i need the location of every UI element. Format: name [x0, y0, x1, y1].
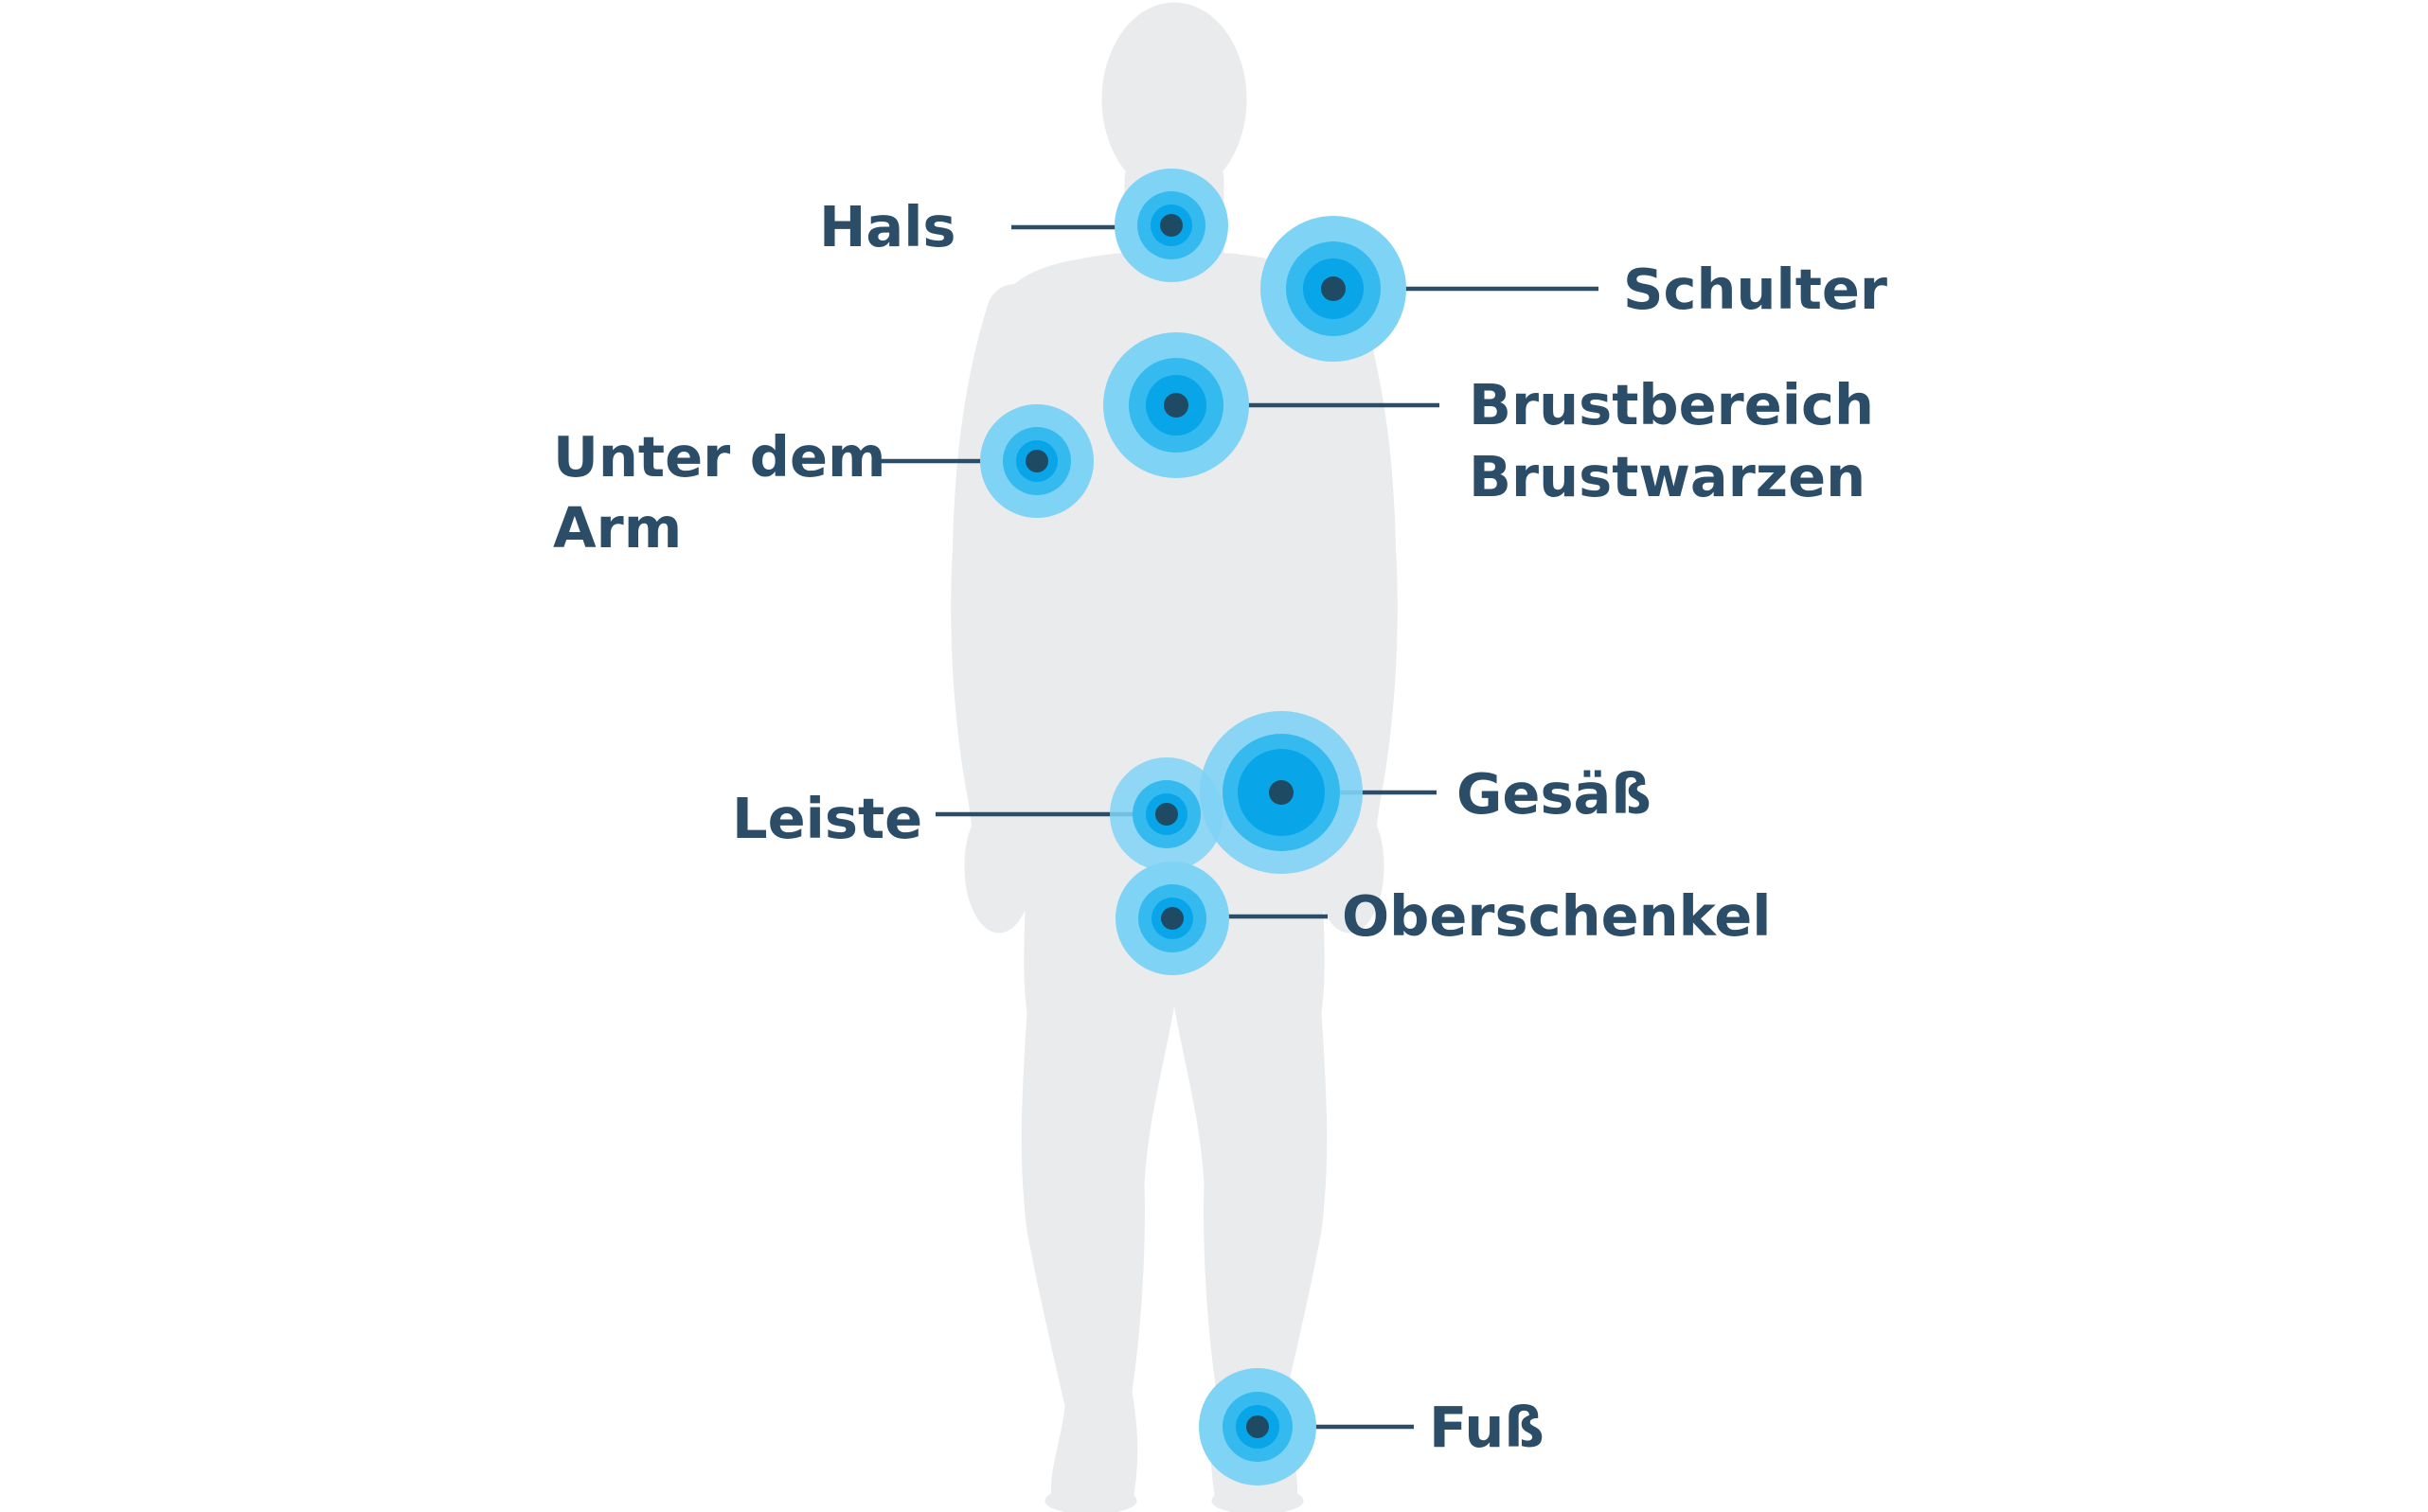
oberschenkel-label: Oberschenkel: [1342, 883, 1772, 949]
schulter-marker: [1260, 216, 1406, 362]
schulter-label: Schulter: [1623, 257, 1887, 322]
hals-label: Hals: [819, 194, 956, 259]
brust-label-line2: Brustwarzen: [1469, 444, 1866, 509]
gesaess-marker: [1200, 711, 1363, 874]
oberschenkel-marker: [1116, 862, 1229, 975]
leiste-marker: [1110, 757, 1223, 871]
gesaess-label: Gesäß: [1456, 761, 1651, 827]
hals-marker: [1115, 169, 1228, 282]
fuss-label: Fuß: [1429, 1395, 1544, 1460]
arm-marker: [980, 404, 1094, 518]
brust-label-line1: Brustbereich: [1469, 372, 1874, 437]
arm-label-line2: Arm: [553, 495, 682, 560]
arm-label-line1: Unter dem: [553, 424, 886, 489]
leiste-label: Leiste: [732, 786, 922, 851]
brust-marker: [1103, 332, 1249, 478]
fuss-marker: [1199, 1368, 1316, 1485]
